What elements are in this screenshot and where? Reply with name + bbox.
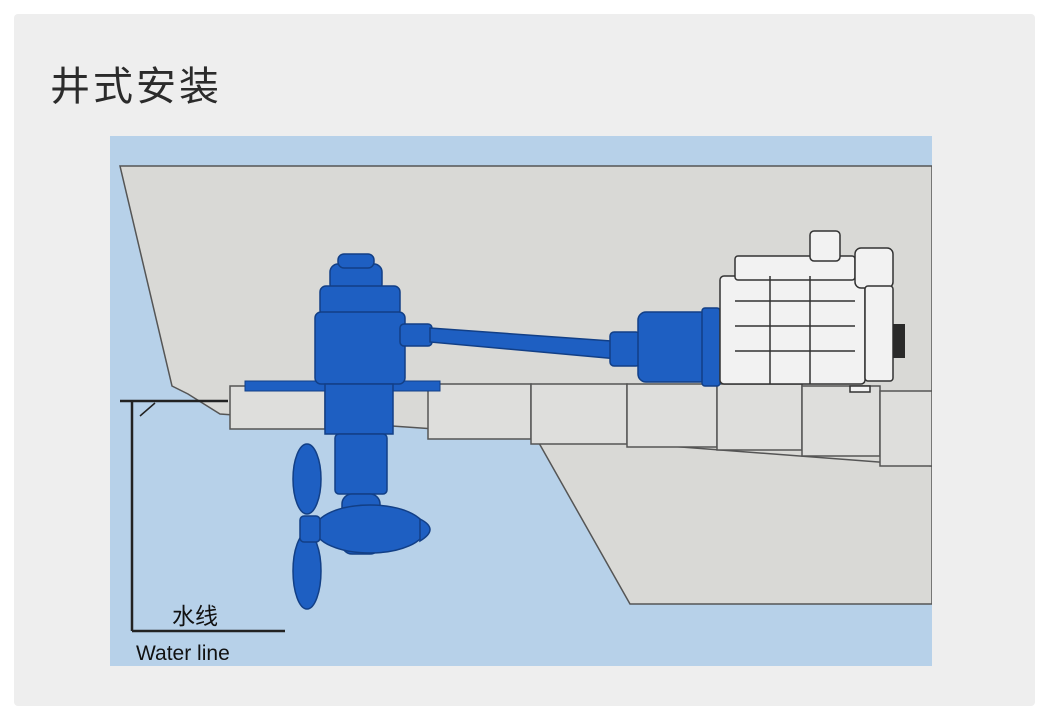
- tunnel-thruster: [292, 253, 433, 610]
- diesel-engine: [719, 230, 894, 393]
- drive-shaft: [429, 327, 641, 367]
- well-installation-diagram: 水线 Water line: [110, 136, 932, 666]
- waterline-marker: [120, 399, 285, 633]
- content-card: 井式安装: [14, 14, 1035, 706]
- page-title: 井式安装: [50, 64, 222, 110]
- waterline-label-cn: 水线: [172, 604, 218, 630]
- engine-flange: [637, 307, 721, 387]
- hull-keel: [533, 435, 932, 605]
- engine-dark-mount: [893, 324, 905, 358]
- waterline-label-en: Water line: [136, 642, 230, 665]
- bottom-plate-blocks: [229, 383, 932, 467]
